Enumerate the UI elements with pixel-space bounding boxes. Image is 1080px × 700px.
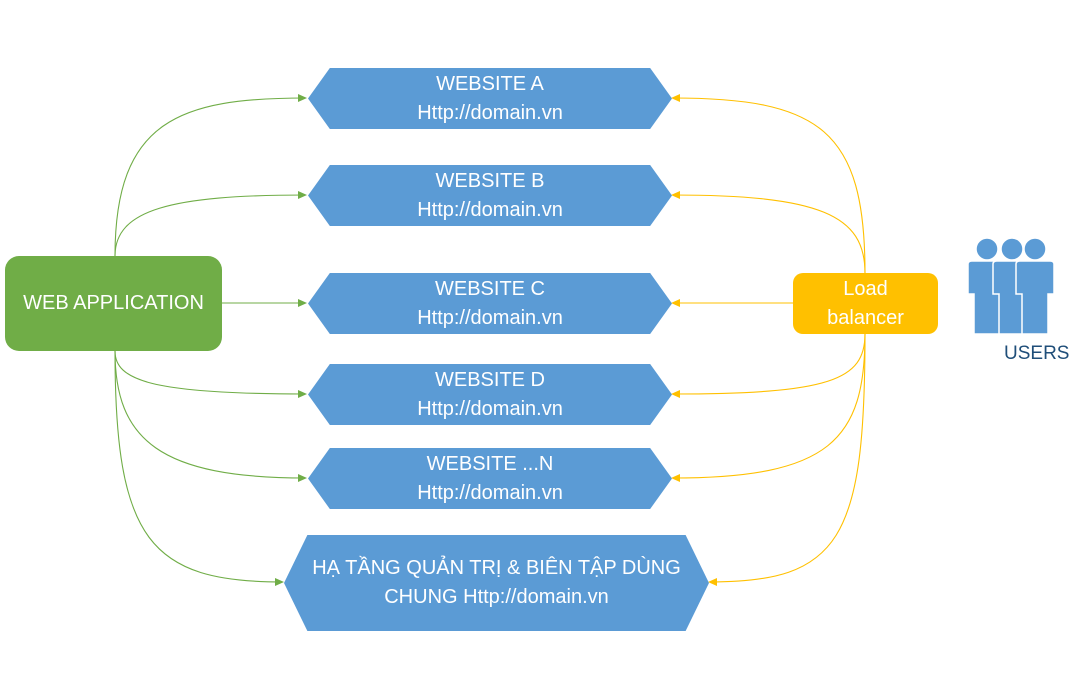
website-d-node: WEBSITE D Http://domain.vn — [308, 364, 672, 425]
website-a-title: WEBSITE A — [436, 72, 544, 95]
shared-infrastructure-node: HẠ TẦNG QUẢN TRỊ & BIÊN TẬP DÙNG CHUNG H… — [284, 535, 709, 631]
website-a-url: Http://domain.vn — [417, 101, 563, 124]
website-n-url: Http://domain.vn — [417, 481, 563, 504]
connector-webapp-website-b — [114, 191, 307, 257]
website-n-node: WEBSITE ...N Http://domain.vn — [308, 448, 672, 509]
website-b-title: WEBSITE B — [435, 169, 545, 192]
load-balancer-line1: Load — [843, 277, 888, 300]
connector-webapp-website-n — [114, 350, 307, 482]
website-c-url: Http://domain.vn — [417, 306, 563, 329]
users-group-icon — [967, 237, 1055, 335]
connector-webapp-shared — [114, 350, 284, 586]
connector-lb-website-a — [671, 94, 866, 274]
website-b-node: WEBSITE B Http://domain.vn — [308, 165, 672, 226]
connector-lb-website-n — [671, 333, 866, 482]
website-a-node: WEBSITE A Http://domain.vn — [308, 68, 672, 129]
load-balancer-line2: balancer — [827, 306, 904, 329]
website-c-node: WEBSITE C Http://domain.vn — [308, 273, 672, 334]
website-c-title: WEBSITE C — [434, 277, 545, 300]
website-n-title: WEBSITE ...N — [426, 452, 554, 475]
website-d-title: WEBSITE D — [434, 368, 545, 391]
load-balancer-box: Load balancer — [793, 273, 938, 334]
connector-lb-website-d — [671, 333, 866, 398]
shared-infrastructure-line1: HẠ TẦNG QUẢN TRỊ & BIÊN TẬP DÙNG — [312, 557, 681, 579]
website-d-url: Http://domain.vn — [417, 397, 563, 420]
connector-lb-shared — [708, 333, 866, 586]
web-application-label: WEB APPLICATION — [23, 292, 204, 314]
website-b-url: Http://domain.vn — [417, 198, 563, 221]
web-application-box: WEB APPLICATION — [5, 256, 222, 351]
connector-webapp-website-a — [114, 94, 307, 257]
shared-infrastructure-line2: CHUNG Http://domain.vn — [384, 586, 609, 608]
users-label: USERS — [1004, 343, 1070, 364]
connector-lb-website-b — [671, 191, 866, 274]
connector-webapp-website-d — [114, 350, 307, 398]
